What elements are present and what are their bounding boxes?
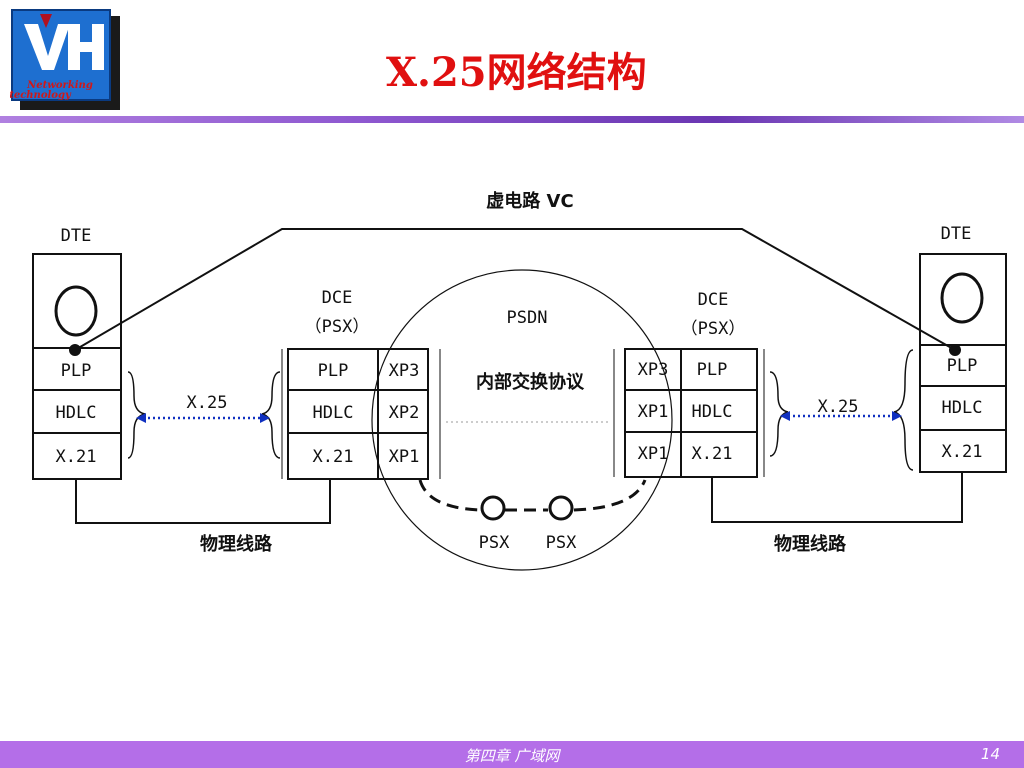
left-dce-xp2: XP2 <box>389 403 420 423</box>
left-physical-label: 物理线路 <box>200 533 273 555</box>
right-dce <box>613 348 765 478</box>
left-physical-line <box>75 479 331 524</box>
right-physical-label: 物理线路 <box>774 533 847 555</box>
left-dce-layer-hdlc: HDLC <box>313 403 354 423</box>
x25-network-diagram: 虚电路 VC DTE PLP HDLC X.21 DTE PLP HDLC X.… <box>32 190 1007 571</box>
right-dce-subtitle: （PSX） <box>681 319 746 339</box>
right-dte-layer-x21: X.21 <box>942 442 983 462</box>
left-dce-title: DCE <box>322 288 353 308</box>
left-dce-layer-x21: X.21 <box>313 447 354 467</box>
psdn-cloud <box>371 269 673 571</box>
right-dce-xp1-lower: XP1 <box>638 444 669 464</box>
right-dce-layer-hdlc: HDLC <box>692 402 733 422</box>
right-dte-layer-plp: PLP <box>947 356 978 376</box>
logo-text-1: Networking <box>26 80 93 91</box>
left-dte-layer-plp: PLP <box>61 361 92 381</box>
right-x25-label: X.25 <box>818 397 859 417</box>
right-dce-layer-plp: PLP <box>697 360 728 380</box>
right-physical-line <box>711 472 963 523</box>
right-dte-brace <box>893 349 914 471</box>
psx-node-icon <box>548 495 574 521</box>
right-dce-xp3: XP3 <box>638 360 669 380</box>
internal-link-left <box>418 479 481 512</box>
logo-text-2: technology <box>10 90 72 101</box>
footer-bar: 第四章 广域网 14 <box>0 741 1024 768</box>
virtual-circuit-label: 虚电路 VC <box>486 190 573 212</box>
left-dte-title: DTE <box>61 226 92 246</box>
internal-protocol-label: 内部交换协议 <box>476 371 585 393</box>
right-dte-layer-hdlc: HDLC <box>942 398 983 418</box>
virtual-circuit-line <box>74 228 956 351</box>
right-x25-arrow-left <box>780 411 790 421</box>
title-divider <box>0 116 1024 123</box>
left-x25-arrow-left <box>136 413 146 423</box>
right-dte-title: DTE <box>941 224 972 244</box>
logo: Networking technology <box>9 8 120 110</box>
right-vc-endpoint <box>949 344 961 356</box>
left-x25-arrow-right <box>260 413 270 423</box>
psx-label-2: PSX <box>546 533 577 553</box>
right-x25-arrow-right <box>892 411 902 421</box>
left-dte-layer-hdlc: HDLC <box>56 403 97 423</box>
right-dce-xp1-upper: XP1 <box>638 402 669 422</box>
psdn-label: PSDN <box>507 308 548 328</box>
left-dce-subtitle: （PSX） <box>305 317 370 337</box>
internal-link-right <box>573 479 647 512</box>
slide-title: X.25网络结构 <box>386 49 647 96</box>
right-dce-layer-x21: X.21 <box>692 444 733 464</box>
left-x25-label: X.25 <box>187 393 228 413</box>
left-dte-layer-x21: X.21 <box>56 447 97 467</box>
left-dce-xp3: XP3 <box>389 361 420 381</box>
footer-chapter: 第四章 广域网 <box>464 747 560 765</box>
left-dce <box>281 348 441 480</box>
left-dce-layer-plp: PLP <box>318 361 349 381</box>
psx-label-1: PSX <box>479 533 510 553</box>
right-dce-title: DCE <box>698 290 729 310</box>
page-number: 14 <box>980 745 1000 763</box>
left-dte-terminal-icon <box>54 285 98 337</box>
left-dce-brace <box>261 371 281 459</box>
left-vc-endpoint <box>69 344 81 356</box>
psx-node-icon <box>480 495 506 521</box>
left-dce-xp1: XP1 <box>389 447 420 467</box>
right-dte-terminal-icon <box>940 272 984 324</box>
